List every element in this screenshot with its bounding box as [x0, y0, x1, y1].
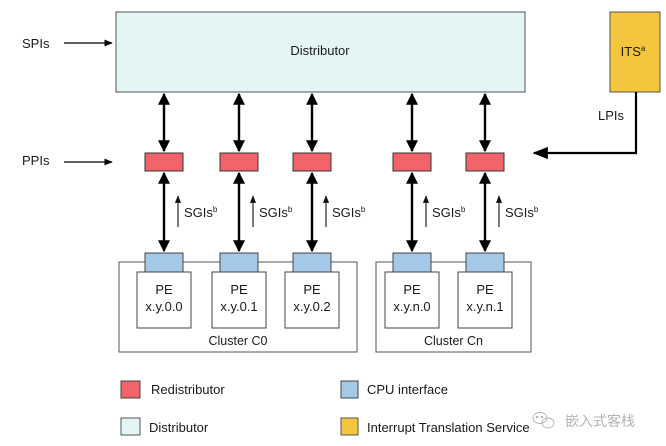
pe-box	[136, 271, 192, 329]
pe-column: SGIsb	[219, 92, 293, 253]
cluster-label: Cluster Cn	[424, 334, 483, 348]
legend-item-cpu-interface: CPU interface	[340, 380, 448, 399]
legend-swatch-its	[340, 417, 359, 436]
pe-label: PE	[155, 282, 173, 297]
pe-x.y.n.0: PE x.y.n.0	[384, 252, 440, 329]
pe-x.y.n.1: PE x.y.n.1	[457, 252, 513, 329]
wechat-icon	[532, 412, 555, 429]
distributor-block: Distributor	[115, 11, 526, 93]
pe-x.y.0.0: PE x.y.0.0	[136, 252, 192, 329]
lpis-label: LPIs	[598, 108, 625, 123]
legend-swatch-cpu-interface	[340, 380, 359, 399]
its-block: ITSa	[609, 11, 661, 93]
pe-id: x.y.0.2	[293, 299, 330, 314]
redistributor	[219, 152, 259, 172]
redistributor	[144, 152, 184, 172]
pe-x.y.0.2: PE x.y.0.2	[284, 252, 340, 329]
legend-item-distributor: Distributor	[120, 417, 209, 436]
cluster-1: Cluster Cn PE x.y.n.0 PE x.y.n.1	[375, 252, 532, 353]
sgis-label: SGIsb	[259, 205, 293, 220]
cluster-0: Cluster C0 PE x.y.0.0 PE x.y.0.1 PE x.y.0.2	[118, 252, 358, 353]
cpu-interface	[219, 252, 259, 273]
pe-box	[211, 271, 267, 329]
pe-column: SGIsb	[465, 92, 539, 253]
legend: Redistributor CPU interface Distributor …	[120, 380, 530, 436]
pe-id: x.y.0.0	[145, 299, 182, 314]
pe-label: PE	[303, 282, 321, 297]
cpu-interface	[465, 252, 505, 273]
pe-box	[384, 271, 440, 329]
pe-x.y.0.1: PE x.y.0.1	[211, 252, 267, 329]
sgis-label: SGIsb	[432, 205, 466, 220]
distributor-label: Distributor	[290, 43, 350, 58]
cpu-interface	[392, 252, 432, 273]
its-label: ITSa	[621, 44, 646, 59]
lpis-arrow	[532, 92, 638, 160]
redistributor	[392, 152, 432, 172]
legend-swatch-redistributor	[120, 380, 141, 399]
legend-label-distributor: Distributor	[149, 420, 209, 435]
pe-box	[284, 271, 340, 329]
pe-columns: SGIsb SGIsb SGIsb SGIsb SGIsb	[144, 92, 539, 253]
sgis-label: SGIsb	[184, 205, 218, 220]
ppis-label: PPIs	[22, 153, 50, 168]
pe-box	[457, 271, 513, 329]
pe-id: x.y.n.0	[393, 299, 430, 314]
pe-label: PE	[476, 282, 494, 297]
pe-label: PE	[230, 282, 248, 297]
redistributor	[292, 152, 332, 172]
legend-label-redistributor: Redistributor	[151, 382, 225, 397]
pe-column: SGIsb	[144, 92, 218, 253]
cpu-interface	[292, 252, 332, 273]
legend-item-redistributor: Redistributor	[120, 380, 225, 399]
watermark: 嵌入式客栈	[532, 412, 635, 430]
watermark-text: 嵌入式客栈	[565, 413, 635, 430]
pe-label: PE	[403, 282, 421, 297]
pe-column: SGIsb	[392, 92, 466, 253]
sgis-label: SGIsb	[505, 205, 539, 220]
legend-label-cpu-interface: CPU interface	[367, 382, 448, 397]
legend-swatch-distributor	[120, 417, 141, 436]
redistributor	[465, 152, 505, 172]
cluster-label: Cluster C0	[208, 334, 267, 348]
sgis-label: SGIsb	[332, 205, 366, 220]
pe-id: x.y.n.1	[466, 299, 503, 314]
pe-column: SGIsb	[292, 92, 366, 253]
legend-label-its: Interrupt Translation Service	[367, 420, 530, 435]
pe-id: x.y.0.1	[220, 299, 257, 314]
legend-item-its: Interrupt Translation Service	[340, 417, 530, 436]
clusters: Cluster C0PEx.y.0.0PEx.y.0.1PEx.y.0.2Clu…	[118, 252, 532, 353]
spis-label: SPIs	[22, 36, 50, 51]
cpu-interface	[144, 252, 184, 273]
